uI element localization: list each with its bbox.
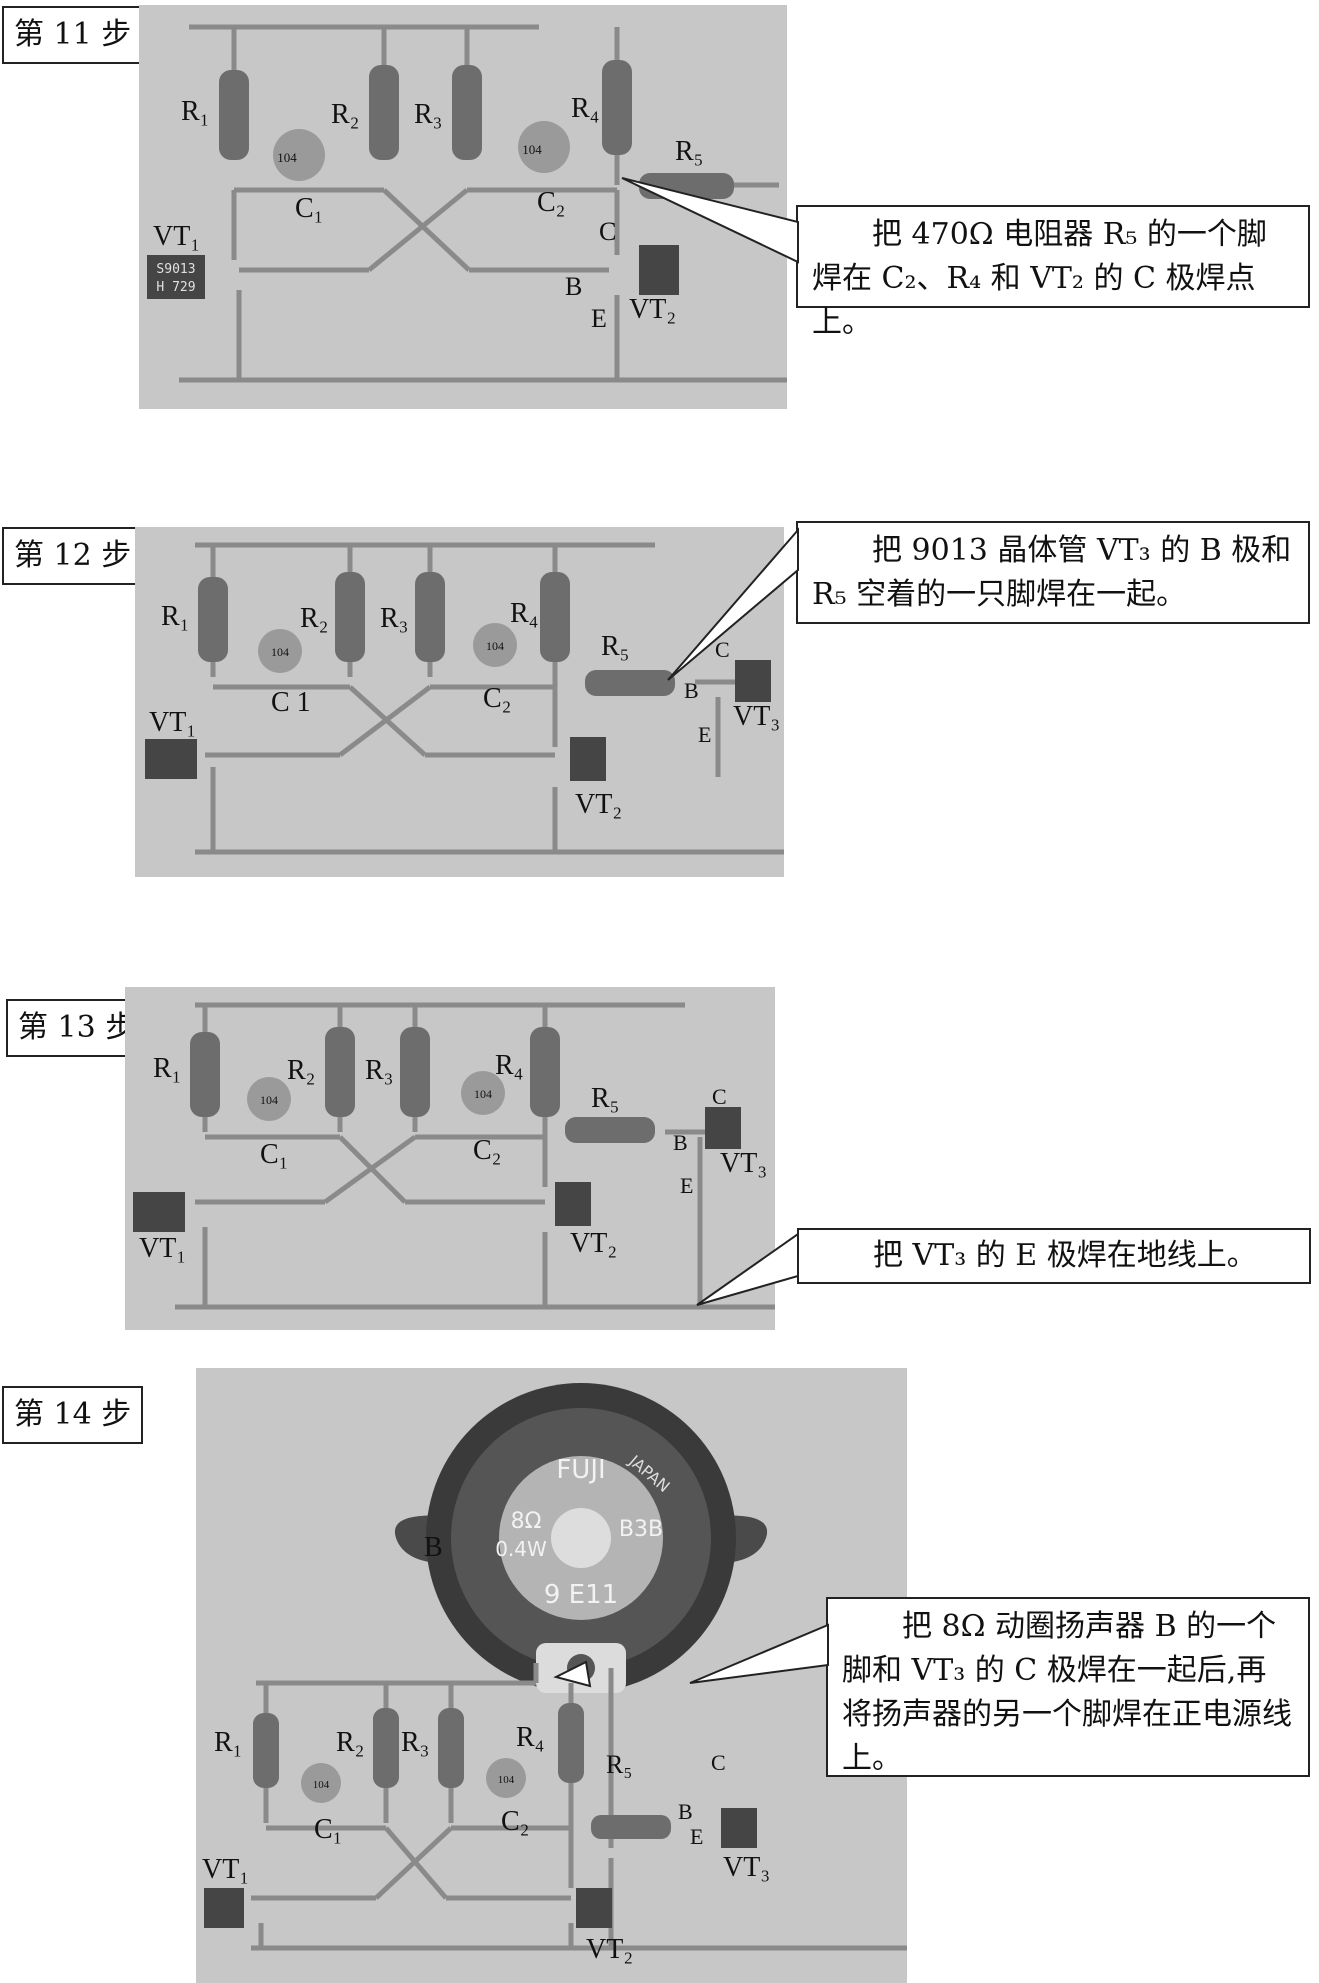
vt2-transistor [576,1888,612,1928]
c1-value: 104 [313,1779,330,1791]
r3-label: R₃ [401,1727,429,1758]
step-14-note: 把 8Ω 动圈扬声器 B 的一个脚和 VT₃ 的 C 极焊在一起后,再将扬声器的… [826,1597,1310,1777]
r5-label: R₅ [591,1083,619,1114]
r2-label: R₂ [287,1055,315,1086]
pin-b-label: B [565,272,582,301]
circuit-board-photo: 104 104 S9013 H 729 R₁ R₂ R₃ R₄ R₅ C₁ C₂… [147,24,787,383]
speaker-impedance: 8Ω [511,1509,542,1534]
vt1-marking-2: H 729 [156,280,195,295]
r2-label: R₂ [300,603,328,634]
r5-label: R₅ [601,631,629,662]
circuit-board-photo: FUJI JAPAN 8Ω 0.4W B3B 9 E11 [202,1383,907,1965]
pin-e-label: E [698,722,711,747]
c1-label: C₁ [295,193,323,224]
pin-e-label: E [591,304,607,333]
vt3-label: VT₃ [733,701,780,732]
c1-value: 104 [271,645,289,659]
vt2-transistor [570,737,606,781]
r5-label: R₅ [675,136,703,167]
vt3-transistor [735,660,771,702]
vt2-label: VT₂ [575,789,622,820]
c2-value: 104 [498,1774,515,1786]
pin-b-label: B [673,1130,688,1155]
vt3-label: VT₃ [720,1148,767,1179]
step-13-photo: 104 104 R₁ R₂ R₃ R₄ R₅ C₁ C₂ VT₁ VT₂ VT₃… [125,987,775,1330]
r2-label: R₂ [331,99,359,130]
vt3-transistor [705,1107,741,1149]
c1-value: 104 [260,1093,278,1107]
c2-value: 104 [474,1087,492,1101]
step-14-label: 第 14 步 [2,1386,144,1444]
r5-label: R₅ [606,1750,632,1779]
r3-label: R₃ [380,603,408,634]
speaker-power: 0.4W [495,1537,547,1561]
vt3-transistor [721,1808,757,1848]
speaker-code: 9 E11 [544,1580,618,1610]
c1-label: C 1 [271,687,311,718]
step-12-note: 把 9013 晶体管 VT₃ 的 B 极和 R₅ 空着的一只脚焊在一起。 [796,521,1310,624]
c1-value: 104 [277,150,297,165]
vt2-label: VT₂ [570,1228,617,1259]
vt1-label: VT₁ [149,707,196,738]
pin-c-label: C [712,1084,727,1109]
c1-label: C₁ [314,1814,342,1845]
r2-label: R₂ [336,1727,364,1758]
r4-label: R₄ [495,1050,523,1081]
r1-label: R₁ [153,1053,181,1084]
circuit-board-photo: 104 104 R₁ R₂ R₃ R₄ R₅ C 1 C₂ VT₁ VT₂ VT… [145,542,784,855]
r4-label: R₄ [516,1722,544,1753]
step-12-label: 第 12 步 [2,527,144,585]
step-13-note: 把 VT₃ 的 E 极焊在地线上。 [797,1228,1311,1284]
speaker-label: B [424,1532,443,1563]
vt2-transistor [639,245,679,295]
c2-value: 104 [522,142,542,157]
r4-label: R₄ [571,93,599,124]
r4-label: R₄ [510,598,538,629]
c2-label: C₂ [483,683,511,714]
step-12-photo: 104 104 R₁ R₂ R₃ R₄ R₅ C 1 C₂ VT₁ VT₂ VT… [135,527,784,877]
vt2-transistor [555,1182,591,1226]
pin-e-label: E [690,1824,703,1849]
pin-c-label: C [711,1750,726,1775]
pin-b-label: B [678,1799,693,1824]
pin-c-label: C [599,217,616,246]
r3-label: R₃ [365,1055,393,1086]
pin-b-label: B [684,678,699,703]
r1-label: R₁ [214,1727,242,1758]
vt2-label: VT₂ [586,1934,633,1965]
speaker-brand: FUJI [556,1455,605,1485]
vt1-label: VT₁ [153,221,200,252]
vt1-label: VT₁ [139,1233,186,1264]
r1-label: R₁ [161,601,189,632]
c2-value: 104 [486,639,504,653]
speaker-model: B3B [619,1517,663,1542]
pin-c-label: C [715,637,730,662]
speaker: FUJI JAPAN 8Ω 0.4W B3B 9 E11 [394,1383,768,1693]
vt1-transistor [204,1888,244,1928]
c2-label: C₂ [537,187,565,218]
step-14-photo: FUJI JAPAN 8Ω 0.4W B3B 9 E11 [196,1368,907,1983]
vt1-label: VT₁ [202,1854,249,1885]
step-11-label: 第 11 步 [2,6,144,64]
vt1-transistor [147,255,205,299]
vt1-transistor [133,1192,185,1232]
r3-label: R₃ [414,99,442,130]
vt1-marking-1: S9013 [156,262,195,277]
c2-label: C₂ [501,1806,529,1837]
step-13-label: 第 13 步 [6,999,148,1057]
c2-label: C₂ [473,1135,501,1166]
vt1-transistor [145,739,197,779]
step-11-note: 把 470Ω 电阻器 R₅ 的一个脚焊在 C₂、R₄ 和 VT₂ 的 C 极焊点… [796,205,1310,340]
vt3-label: VT₃ [723,1852,770,1883]
r1-label: R₁ [181,96,209,127]
step-11-photo: 104 104 S9013 H 729 R₁ R₂ R₃ R₄ R₅ C₁ C₂… [139,5,787,409]
pin-e-label: E [680,1173,693,1198]
circuit-board-photo: 104 104 R₁ R₂ R₃ R₄ R₅ C₁ C₂ VT₁ VT₂ VT₃… [133,1002,775,1310]
c1-label: C₁ [260,1139,288,1170]
vt2-label: VT₂ [629,294,676,325]
